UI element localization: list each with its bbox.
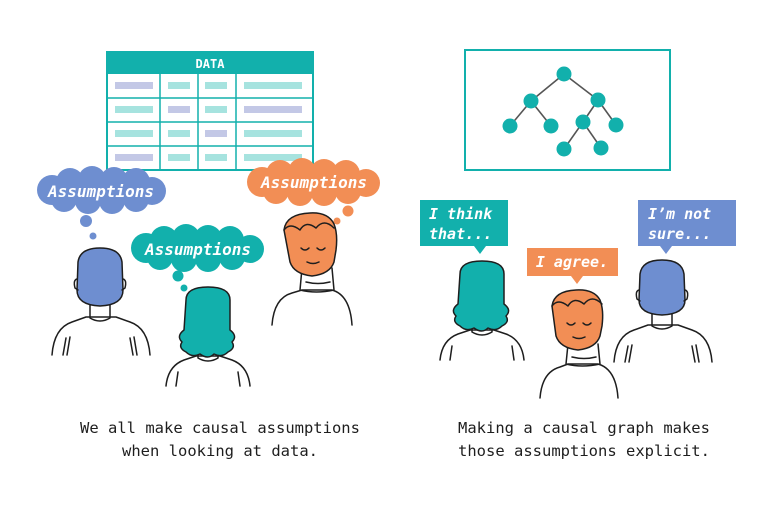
person-icon [539,289,619,399]
speech-bubble-line: that... [429,225,492,243]
causal-graph-icon [464,49,671,171]
person-icon [165,286,251,387]
thought-bubble-icon: Assumptions [131,224,264,292]
speech-bubble-icon: I think that... [420,200,508,254]
left-caption-line: when looking at data. [122,442,318,460]
speech-bubble-line: sure... [648,225,711,243]
table-header-label: DATA [196,57,226,71]
speech-bubble-icon: I’m not sure... [638,200,736,254]
speech-bubble-icon: I agree. [527,248,618,284]
right-caption-line: Making a causal graph makes [458,419,710,437]
right-caption-line: those assumptions explicit. [458,442,710,460]
thought-bubble-icon: Assumptions [37,166,166,240]
speech-bubble-line: I agree. [536,253,608,271]
speech-bubble-line: I’m not [648,205,711,223]
data-table-icon: DATA [106,51,314,171]
thought-bubble-icon: Assumptions [247,158,380,225]
thought-bubble-label: Assumptions [47,182,154,201]
person-icon [613,259,713,363]
person-icon [51,247,151,356]
left-caption-line: We all make causal assumptions [80,419,360,437]
speech-bubble-line: I think [429,205,493,223]
thought-bubble-label: Assumptions [260,173,367,192]
thought-bubble-label: Assumptions [144,240,251,259]
person-icon [271,212,353,326]
person-icon [439,260,525,361]
left-caption: We all make causal assumptions when look… [40,417,400,463]
right-caption: Making a causal graph makes those assump… [404,417,764,463]
